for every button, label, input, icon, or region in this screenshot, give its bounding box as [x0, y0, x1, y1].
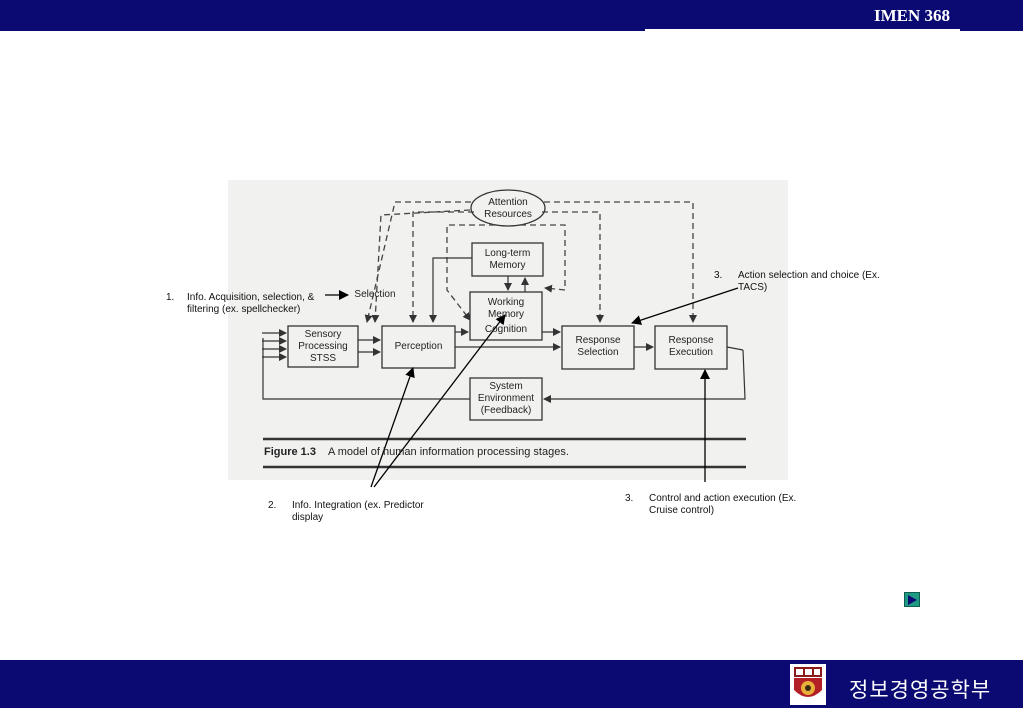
perception-label: Perception	[394, 341, 443, 352]
figure-background	[228, 180, 788, 480]
university-crest-icon	[790, 664, 826, 705]
selection-label: Selection	[354, 289, 396, 300]
figure-caption: Figure 1.3 A model of human information p…	[264, 446, 569, 458]
play-next-icon	[908, 595, 917, 605]
header-rule	[645, 29, 960, 31]
annotation-action-selection: 3. Action selection and choice (Ex.TACS)	[714, 270, 880, 293]
next-slide-button[interactable]	[904, 592, 920, 607]
annotation-acquisition: 1. Info. Acquisition, selection, &filter…	[166, 292, 315, 315]
sensory-processing-node	[287, 325, 359, 368]
figure-caption-text: A model of human information processing …	[327, 446, 569, 458]
attention-resources-node	[470, 189, 546, 227]
figure-number: Figure 1.3	[264, 446, 316, 458]
annotation-action-execution: 3. Control and action execution (Ex.Crui…	[625, 493, 797, 516]
department-name: 정보경영공학부	[849, 678, 992, 702]
footer-bar: 정보경영공학부	[0, 660, 1023, 708]
course-title: IMEN 368	[873, 6, 950, 25]
header-bar: IMEN 368	[0, 0, 1023, 31]
cognition-label: Cognition	[484, 324, 528, 335]
